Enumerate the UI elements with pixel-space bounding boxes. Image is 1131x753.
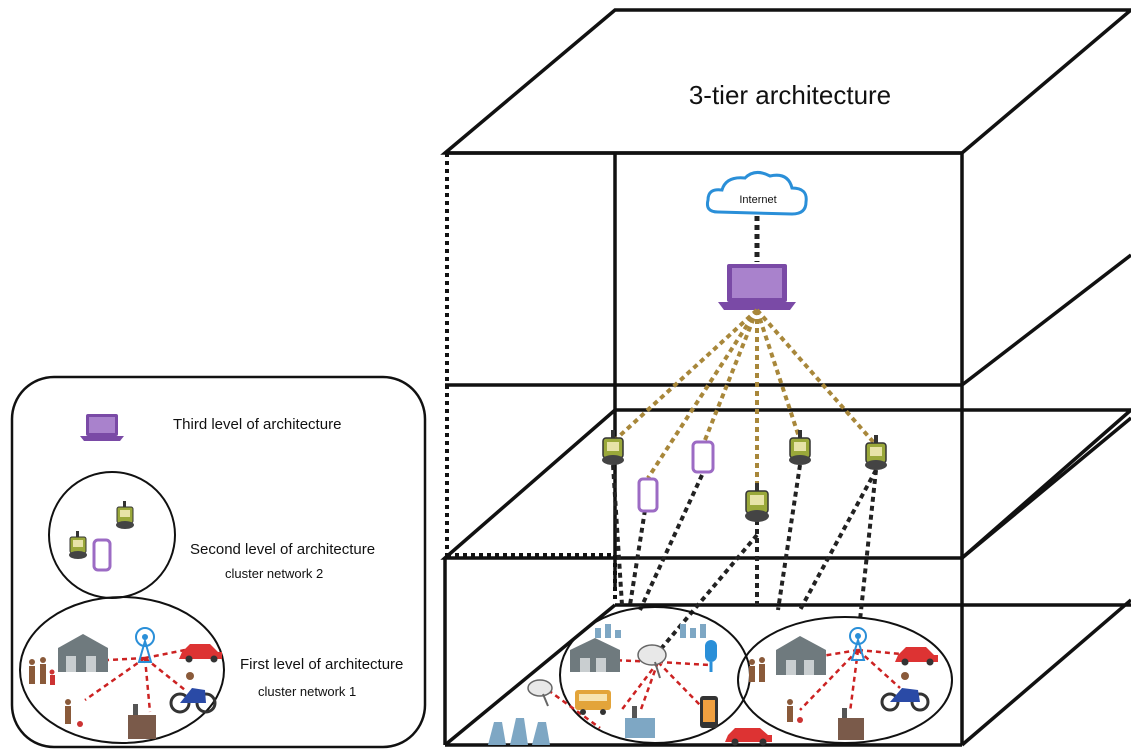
- tier2-slab: [440, 408, 1131, 560]
- tier3-tier2-links: [613, 308, 878, 485]
- motorbike-icon: [880, 672, 930, 712]
- legend-panel: Third level of architecture Second level…: [10, 375, 427, 749]
- tier-box-structure: [440, 8, 1131, 747]
- gateway-device-icon: [789, 430, 811, 465]
- legend-second-level-label: Second level of architecture: [190, 541, 375, 558]
- factory-icon: [128, 704, 156, 739]
- legend-second-level-sub: cluster network 2: [225, 566, 323, 581]
- people-icon: [749, 657, 765, 682]
- factory-icon: [625, 706, 655, 738]
- cell-tower-icon: [135, 627, 155, 663]
- warehouse-icon: [776, 636, 826, 675]
- tier1-cluster-right: [737, 616, 953, 744]
- power-plant-icon: [488, 718, 550, 745]
- people-icon: [787, 699, 803, 723]
- people-icon: [29, 657, 55, 685]
- people-icon: [65, 699, 83, 727]
- internet-cloud-icon: Internet: [706, 171, 808, 216]
- microphone-icon: [705, 640, 717, 672]
- legend-first-level-label: First level of architecture: [240, 656, 403, 673]
- factory-icon: [838, 708, 864, 740]
- tier2-devices: [602, 430, 887, 522]
- car-icon: [895, 647, 938, 666]
- laptop-icon: [80, 414, 124, 441]
- legend-first-level-sub: cluster network 1: [258, 684, 356, 699]
- legend-third-level-label: Third level of architecture: [173, 416, 341, 433]
- cell-tower-icon: [849, 627, 867, 661]
- tier-box-dotted-edges: [445, 153, 617, 600]
- smartphone-icon: [92, 538, 112, 572]
- smartphone-icon: [637, 477, 659, 513]
- gateway-device-icon: [69, 531, 87, 559]
- gateway-device-icon: [865, 435, 887, 470]
- gateway-device-icon: [745, 483, 769, 522]
- motorbike-icon: [169, 672, 217, 714]
- diagram-title: 3-tier architecture: [689, 80, 891, 110]
- warehouse-icon: [570, 638, 620, 672]
- legend-tier1-links: [84, 648, 186, 713]
- bus-icon: [575, 690, 611, 715]
- satellite-dish-icon: [637, 644, 667, 679]
- gateway-device-icon: [602, 430, 624, 465]
- smartphone-icon: [700, 696, 718, 728]
- laptop-icon: [718, 264, 796, 310]
- gateway-device-icon: [116, 501, 134, 529]
- power-plant-icon: [595, 624, 706, 638]
- smartphone-icon: [691, 440, 715, 474]
- satellite-dish-icon: [527, 679, 553, 707]
- car-icon: [725, 728, 772, 746]
- warehouse-icon: [58, 634, 108, 672]
- car-icon: [179, 644, 222, 663]
- tier2-tier1-links: [611, 464, 878, 652]
- internet-label: Internet: [739, 194, 776, 206]
